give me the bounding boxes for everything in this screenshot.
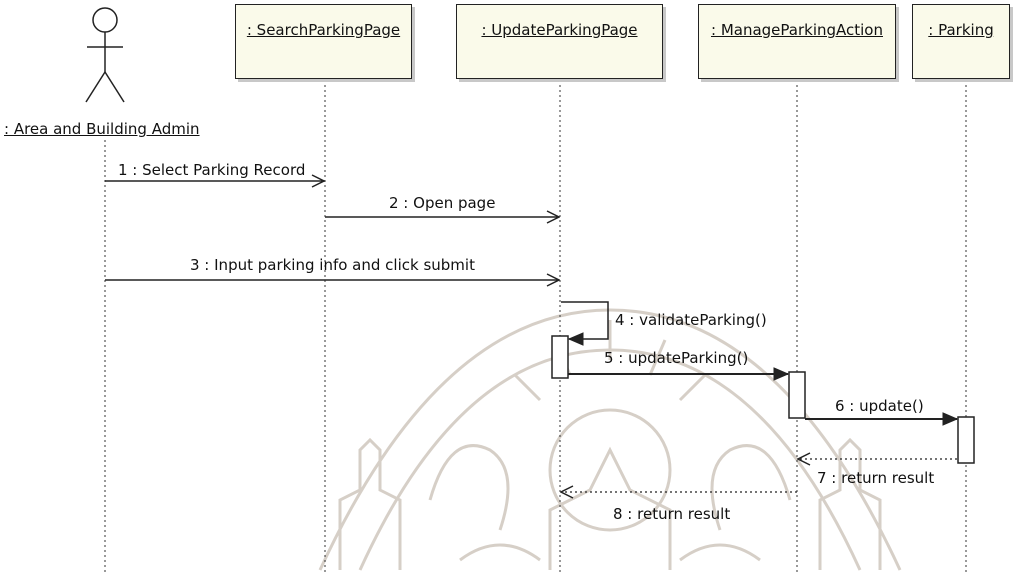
object-update-name: : UpdateParkingPage bbox=[481, 21, 638, 39]
message-3-label: 3 : Input parking info and click submit bbox=[190, 256, 475, 274]
activation-parking bbox=[957, 416, 975, 464]
activation-update bbox=[551, 335, 569, 379]
object-manage-header: : ManageParkingAction bbox=[698, 4, 896, 79]
object-update-header: : UpdateParkingPage bbox=[456, 4, 663, 79]
object-parking-name: : Parking bbox=[928, 21, 994, 39]
object-parking-header: : Parking bbox=[912, 4, 1010, 79]
message-2-label: 2 : Open page bbox=[389, 194, 496, 212]
message-4-label: 4 : validateParking() bbox=[615, 311, 767, 329]
object-search-header: : SearchParkingPage bbox=[235, 4, 412, 79]
message-5-label: 5 : updateParking() bbox=[604, 349, 749, 367]
message-4-arrow bbox=[561, 301, 609, 339]
object-search-name: : SearchParkingPage bbox=[246, 21, 401, 39]
message-6-label: 6 : update() bbox=[835, 397, 924, 415]
actor-icon bbox=[85, 7, 125, 103]
message-8-label: 8 : return result bbox=[613, 505, 731, 523]
actor-name: : Area and Building Admin bbox=[4, 120, 200, 138]
activation-manage bbox=[788, 371, 806, 419]
message-7-label: 7 : return result bbox=[817, 469, 935, 487]
message-1-label: 1 : Select Parking Record bbox=[118, 161, 306, 179]
object-manage-name: : ManageParkingAction bbox=[711, 21, 883, 39]
